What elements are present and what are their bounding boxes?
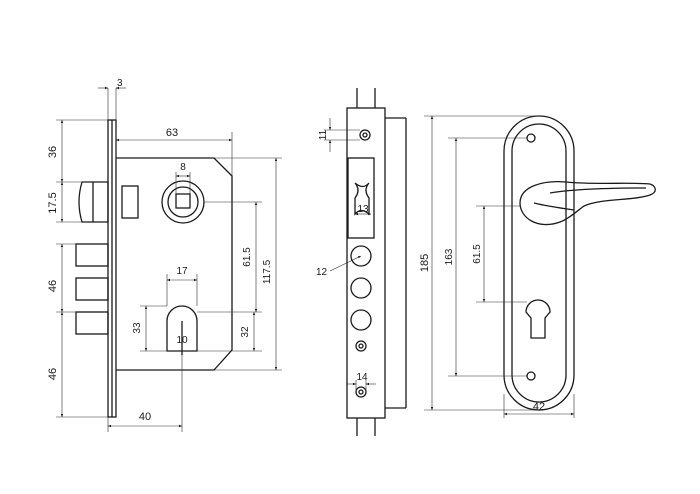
front-dimensions: 63 8 61.5 117.5 17 33 10 32 40: [107, 127, 282, 432]
dim-screw-distance: 163: [444, 248, 455, 265]
dim-body-width: 63: [166, 127, 178, 139]
dead-bolt: [75, 311, 109, 335]
faceplate-screw-hole: [355, 340, 367, 352]
spindle-square: [175, 193, 191, 209]
dim-height-top: 36: [47, 146, 59, 158]
dim-bottom-hole: 14: [356, 372, 368, 383]
latch-slot: [121, 185, 139, 219]
handle-screw: [526, 133, 536, 143]
dim-spindle-square: 8: [180, 162, 186, 173]
dead-bolt: [75, 277, 109, 301]
dim-body-height: 117.5: [262, 259, 273, 284]
dim-bolt-diameter: 12: [316, 267, 328, 278]
faceplate-screw-hole: [359, 129, 371, 141]
faceplate-screw-hole: [355, 386, 367, 398]
dim-bottom-offset: 46: [47, 368, 59, 380]
lever-handle: [519, 180, 656, 226]
dim-handle-width: 42: [533, 401, 545, 413]
cylinder-cutout: [166, 305, 198, 352]
backplate-inner: [511, 123, 567, 403]
dim-backset: 40: [139, 411, 151, 423]
lock-case: [116, 157, 233, 371]
keyhole: [525, 299, 551, 339]
bolt-hole: [350, 277, 372, 299]
handle-screw: [526, 371, 536, 381]
bolt-hole: [350, 245, 372, 267]
backplate-outer: [503, 115, 575, 411]
faceplate-dimensions: 11 13 12 14: [316, 118, 376, 392]
handle-dimensions: 185 163 61.5 42: [419, 115, 575, 418]
dead-bolt: [75, 243, 109, 267]
side-dimensions: 3 36 17.5 46 46: [47, 78, 126, 418]
dim-cylinder-pin: 10: [176, 335, 188, 346]
dim-top-hole: 11: [318, 129, 329, 140]
lever-contour: [533, 202, 575, 211]
dim-handle-to-key: 61.5: [472, 244, 483, 264]
dim-bolt-pitch: 46: [47, 280, 59, 292]
dim-latch-height: 17.5: [47, 192, 59, 213]
latch-bolt: [78, 181, 109, 223]
dim-cylinder-height: 33: [132, 322, 143, 334]
latch-window: [347, 157, 375, 239]
dim-cylinder-offset: 32: [240, 326, 251, 338]
lever-contour: [549, 187, 647, 194]
dim-spindle-to-cylinder: 61.5: [242, 247, 253, 267]
handle-view: [503, 115, 656, 411]
dim-cylinder-width: 17: [176, 266, 188, 277]
dim-total-height: 185: [419, 254, 431, 272]
dim-plate-thickness: 3: [117, 78, 123, 89]
dim-latch-window: 13: [357, 204, 369, 215]
bolt-hole: [350, 309, 372, 331]
lock-body-view: [75, 119, 233, 418]
follower-inner: [167, 186, 199, 218]
